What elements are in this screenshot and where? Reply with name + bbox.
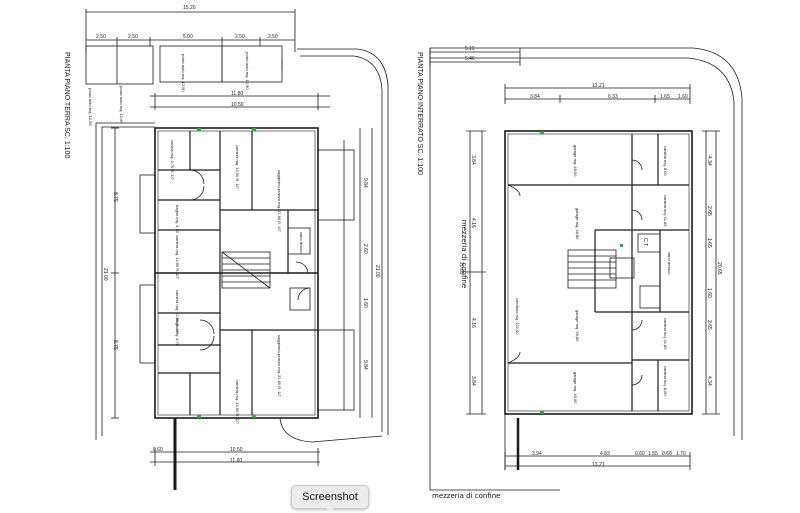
dim-r-bottom-5: 0.60 [662,451,672,457]
dim-bottom-3: 0.60 [153,447,163,453]
parking-label-1: posto auto mq. 12,50 [88,88,93,126]
room-garage-4: garage mq. 45,00 [573,372,578,404]
room-camera-top-2: camera mq. 12,50 R. 1/7 [175,235,180,280]
dim-r-right-1: 4.34 [706,156,712,166]
room-cantina-2: cantina mq. 11,85 [663,195,668,227]
dim-left-1: 8.75 [112,192,118,202]
dim-top-2: 2.50 [128,34,138,40]
room-garage-3: garage mq. 36,80 [575,310,580,342]
dim-right-5: 21.00 [374,265,380,278]
screenshot-tooltip-label: Screenshot [302,491,358,503]
parking-label-4: posto auto mq. 12,50 [245,52,250,90]
dim-top-3: 5.00 [183,34,193,40]
dim-bottom-2: 11.60 [230,458,243,464]
parking-label-2: posto auto mq. 12,50 [119,86,124,124]
dim-r-right-5: 20.65 [716,262,722,275]
room-cantina-1: cantina mq. 8,00 [663,146,668,176]
boundary-label-side: mezzeria di confine [460,219,469,289]
room-cantina-4: cantina mq. 8,00 [663,366,668,396]
dim-left-3: 8.75 [112,340,118,350]
room-cucina-top: cucina mq. 9,70 R. 1/7 [170,140,175,181]
dim-r-right-2: 2.65 [706,206,712,216]
dim-r-top-2: 5.46 [465,56,475,62]
room-corridoio: corridoio mq. 122,00 [515,298,520,335]
room-soggiorno-bottom: soggiorno-pranzo mq. 22,65 R. 1/7 [277,335,282,397]
dim-r-top-5: 6.33 [608,94,618,100]
room-camera-top-1: camera mq. 14,50 R. 1/7 [235,145,240,190]
room-garage-1: garage mq. 45,00 [573,145,578,177]
dim-r-bottom-3: 0.60 [635,451,645,457]
dim-r-top-1: 5.11 [465,46,475,52]
dim-right-3: 1.60 [362,298,368,308]
dim-r-bottom-6: 1.70 [676,451,686,457]
plan-left-title: PIANTA PIANO TERRA SC. 1:100 [63,52,70,159]
dim-r-right-6: 2.65 [706,320,712,330]
dim-r-top-7: 1.60 [678,94,688,100]
room-ct: C.T. [642,238,648,247]
dim-r-top-3: 13.21 [592,83,605,89]
dim-r-left-1: 3.84 [470,155,476,165]
dim-r-right-4: 1.60 [706,288,712,298]
dim-r-left-5: 3.84 [470,376,476,386]
dim-sub-1: 11.80 [231,91,244,97]
tooltip-arrow [324,506,336,512]
dim-top-5: 2.50 [268,34,278,40]
dim-r-left-4: 4.16 [470,318,476,328]
room-camera-bottom-1: camera mq. 12,50 R. 1/7 [175,290,180,335]
dim-r-bottom-2: 4.83 [600,451,610,457]
dim-r-bottom-7: 13.21 [592,462,605,468]
room-soggiorno-top: soggiorno-pranzo mq. 22,65 R. 1/7 [277,170,282,232]
dim-r-top-6: 1.65 [660,94,670,100]
room-vano-tecnico-right: vano tecnico [667,252,672,275]
dim-r-top-4: 3.84 [530,94,540,100]
room-cantina-3: cantina mq. 11,85 [663,318,668,350]
screenshot-tooltip: Screenshot [291,485,369,509]
dim-right-2: 2.60 [362,244,368,254]
dim-left-2: 21.00 [102,268,108,281]
dim-right-1: 9.84 [362,178,368,188]
plan-right-title: PIANTA PIANO INTERRATO SC. 1:100 [416,52,423,175]
dim-r-bottom-4: 1.55 [648,451,658,457]
room-camera-bottom-2: camera mq. 14,50 R. 1/7 [235,380,240,425]
dim-r-left-2: 4.16 [470,218,476,228]
room-garage-2: garage mq. 36,80 [575,208,580,240]
dim-bottom-1: 10.50 [230,447,243,453]
dim-r-right-3: 1.65 [706,238,712,248]
room-bagno-top: bagno mq. 4,70 [175,205,180,233]
dim-right-4: 9.84 [362,360,368,370]
dim-r-right-7: 4.34 [706,376,712,386]
dim-top-4: 2.50 [235,34,245,40]
dim-sub-2: 10.50 [231,102,244,108]
boundary-label-bottom: mezzeria di confine [432,492,501,500]
parking-label-3: posto auto mq. 12,50 [181,54,186,92]
room-vano-tecnico-left: vano tecnico [299,232,304,255]
dim-top-1: 2.50 [96,34,106,40]
dim-total-top: 15.20 [183,5,196,11]
dim-r-bottom-1: 3.94 [532,451,542,457]
